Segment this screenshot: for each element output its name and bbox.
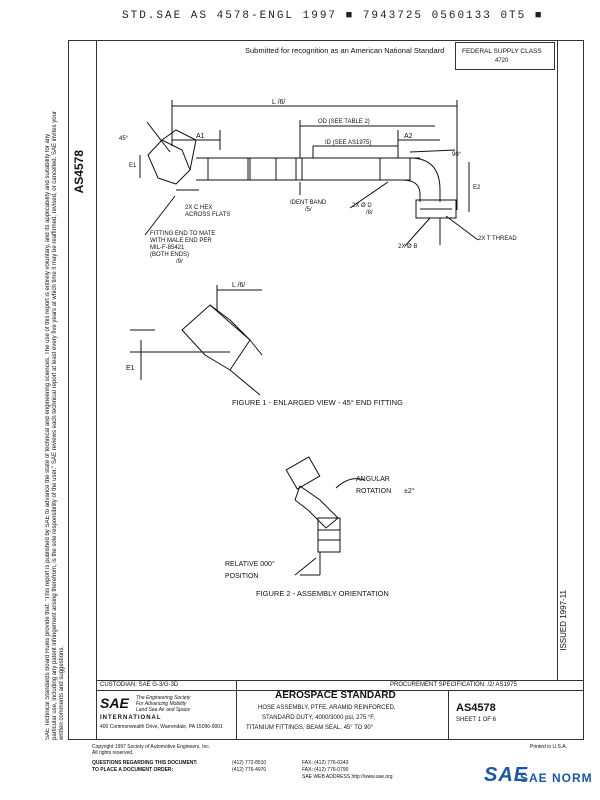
ident-band-ref: /5/ [305,207,312,213]
fitting-note-3: MIL-F-85421 [150,245,185,251]
sidebar-divider [96,40,97,740]
dim-E1: E1 [129,163,137,169]
dim-OD: OD (SEE TABLE 2) [318,119,370,125]
right-divider [557,40,558,680]
footer-doc-code: AS4578 [456,702,496,714]
figure-2-caption: FIGURE 2 - ASSEMBLY ORIENTATION [256,589,389,598]
sae-address: 400 Commonwealth Drive, Warrendale, PA 1… [100,724,223,730]
title-block-col-2 [448,690,449,740]
relative-label-2: POSITION [225,573,259,580]
fitting-note-5: /9/ [176,259,183,265]
hex-label-2: ACROSS FLATS [185,212,231,218]
fax-order: FAX: (412) 776-0790 [302,767,349,773]
thread-label: 2X T THREAD [478,236,517,242]
copyright: Copyright 1997 Society of Automotive Eng… [92,744,211,750]
rights: All rights reserved. [92,750,134,756]
phi-D-ref: /8/ [366,210,373,216]
watermark-logo-text: SAE NORM [520,771,593,785]
phi-B-label: 2X Ø B [398,244,418,250]
sae-tagline-2: For Advancing Mobility [136,701,187,707]
sae-logo: SAE [100,695,129,711]
phi-D-label: 2X Ø D [352,203,372,209]
header-stamp: STD.SAE AS 4578-ENGL 1997 ■ 7943725 0560… [122,10,544,22]
enlarged-L: L /6/ [232,282,246,289]
federal-supply-class-label: FEDERAL SUPPLY CLASS [462,48,542,55]
sidebar-doc-code: AS4578 [72,150,86,194]
angular-label-1: ANGULAR [356,476,390,483]
place-order-label: TO PLACE A DOCUMENT ORDER: [92,767,174,773]
angular-label-2: ROTATION [356,488,392,495]
angle-45: 45° [119,136,129,142]
fitting-note-4: (BOTH ENDS) [150,252,189,258]
hex-label: 2X C HEX [185,205,213,211]
phone-questions: (412) 772-8510 [232,760,267,766]
dim-A1: A1 [196,133,205,140]
dim-ID: ID (SEE AS1975) [325,140,372,146]
phone-order: (412) 776-4970 [232,767,267,773]
relative-label-1: RELATIVE 000° [225,561,275,568]
federal-supply-class-value: 4720 [495,58,509,64]
sae-international: INTERNATIONAL [100,715,162,721]
doc-title-line-1: HOSE ASSEMBLY, PTFE, ARAMID REINFORCED, [258,705,396,711]
title-block-col-1 [236,680,237,740]
procurement-spec: PROCUREMENT SPECIFICATION: /2/ AS1975 [390,682,517,688]
angle-90: 90° [452,152,462,158]
issued-date: ISSUED 1997-11 [559,590,568,651]
fitting-note-2: WITH MALE END PER [150,238,212,244]
custodian: CUSTODIAN: SAE G-3/G-3D [100,682,179,688]
submitted-note: Submitted for recognition as an American… [245,46,445,55]
dim-L: L /6/ [272,99,286,106]
dim-A2: A2 [404,133,413,140]
drawing-sheet [68,40,584,740]
aerospace-standard-title: AEROSPACE STANDARD [275,690,396,701]
printed-in: Printed in U.S.A. [530,744,567,750]
enlarged-E1: E1 [126,365,135,372]
federal-supply-class-box [455,42,555,70]
title-block-top-line [96,680,584,681]
angular-label-3: ±2° [404,488,415,495]
doc-title-line-2: STANDARD DUTY, 4000/3000 psi, 275 °F, [262,715,375,721]
sae-web-address: SAE WEB ADDRESS http://www.sae.org [302,774,393,780]
figure-1-caption: FIGURE 1 - ENLARGED VIEW - 45° END FITTI… [232,398,403,407]
doc-title-line-3: TITANIUM FITTINGS, BEAM SEAL, 45° TO 90° [246,725,374,731]
questions-label: QUESTIONS REGARDING THIS DOCUMENT: [92,760,198,766]
title-block-row-line [96,690,584,691]
watermark-logo-brand: SAE [484,764,529,786]
sheet-number: SHEET 1 OF 6 [456,717,496,723]
sae-tagline-3: Land Sea Air and Space [136,707,191,713]
fitting-note-1: FITTING END TO MATE [150,231,216,237]
sae-tagline-1: The Engineering Society [136,695,191,701]
sidebar-policy-text: SAE Technical Standards Board Rules prov… [45,111,65,740]
ident-band-label: IDENT BAND [290,200,327,206]
dim-E2: E2 [473,185,481,191]
fax-questions: FAX: (412) 776-0243 [302,760,349,766]
